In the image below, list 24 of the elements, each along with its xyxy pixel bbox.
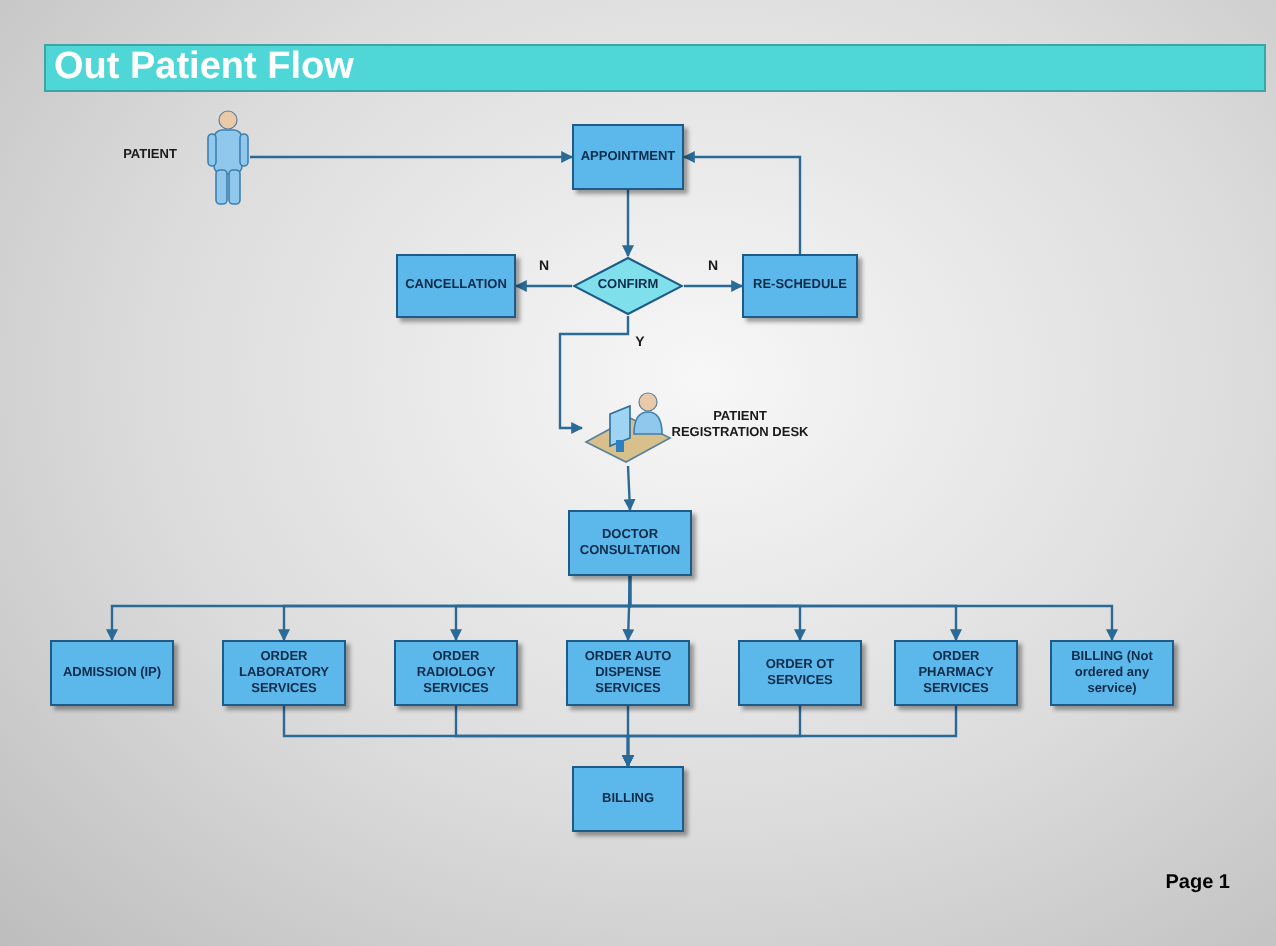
connector-arrow — [250, 151, 574, 163]
process-box — [222, 640, 346, 706]
process-box — [742, 254, 858, 318]
process-box — [396, 254, 516, 318]
process-box — [568, 510, 692, 576]
connector-arrow — [623, 465, 636, 512]
process-box — [566, 640, 690, 706]
process-box — [738, 640, 862, 706]
connector-arrow — [558, 316, 630, 434]
connector-arrow — [622, 706, 958, 768]
process-box — [394, 640, 518, 706]
connector-arrow — [684, 280, 744, 292]
connector-arrow — [682, 151, 802, 254]
process-box — [572, 124, 684, 190]
connector-arrow — [628, 576, 1118, 642]
process-box — [1050, 640, 1174, 706]
page-number: Page 1 — [1163, 870, 1230, 898]
process-box — [50, 640, 174, 706]
process-box — [572, 766, 684, 832]
decision-diamond — [572, 256, 684, 316]
connector-arrow — [514, 280, 572, 292]
title: Out Patient Flow — [54, 46, 354, 90]
connector-arrow — [622, 190, 634, 258]
process-box — [894, 640, 1018, 706]
